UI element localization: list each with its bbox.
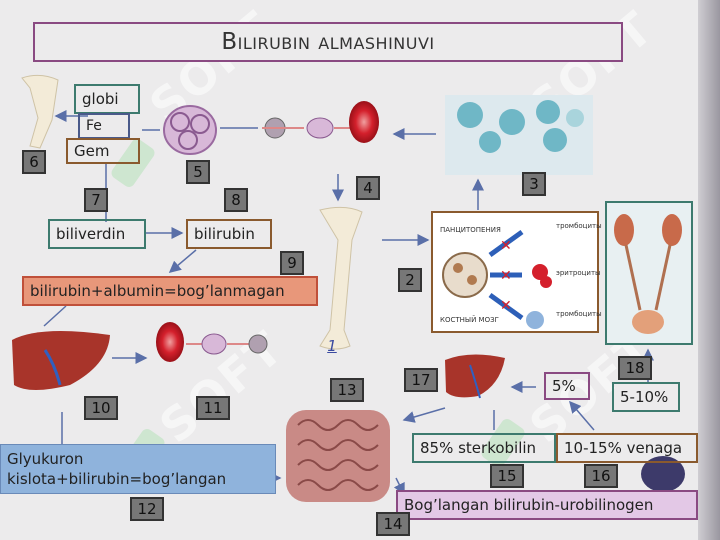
step-number-14: 14 [376,512,410,536]
glyukuron-box: Glyukuron kislota+bilirubin=bog’langan [0,444,276,494]
panel-pancytopenia-label: ПАНЦИТОПЕНИЯ [440,226,501,234]
step-number-15: 15 [490,464,524,488]
step-number-12: 12 [130,497,164,521]
step-number-16: 16 [584,464,618,488]
glyukuron-line-2: kislota+bilirubin=bog’langan [7,470,227,488]
step-number-17: 17 [404,368,438,392]
step-number-18: 18 [618,356,652,380]
svg-text:✕: ✕ [500,268,512,284]
step-number-3: 3 [522,172,546,196]
svg-text:✕: ✕ [500,238,512,254]
step-number-10: 10 [84,396,118,420]
bone-top-left [21,74,59,149]
panel-eritrocity-label: эритроциты [556,269,601,277]
fe-box: Fe [78,113,130,139]
step-number-13: 13 [330,378,364,402]
step-number-6: 6 [22,150,46,174]
step-number-5: 5 [186,160,210,184]
blood-cells-image [445,95,593,175]
bilirubin-albumin-box: bilirubin+albumin=bog’lanmagan [22,276,318,306]
liver-left [12,331,110,390]
glyukuron-line-1: Glyukuron [7,450,84,468]
gem-box: Gem [66,138,140,164]
heme-globin-erythrocyte-row [262,101,379,143]
venaga-box: 10-15% venaga [556,433,698,463]
vein-oval [641,456,685,492]
page-title: Bilirubin almashinuvi [33,22,623,62]
step-number-1: 1 [327,337,337,355]
step-number-11: 11 [196,396,230,420]
bilirubin-box: bilirubin [186,219,272,249]
intestines-image [286,410,390,502]
step-number-8: 8 [224,188,248,212]
hemoglobin-molecule [163,105,217,155]
step-number-9: 9 [280,251,304,275]
panel-kostny-mozg-label: КОСТНЫЙ МОЗГ [440,315,499,324]
pancytopenia-panel: ✕ ✕ ✕ [431,211,599,333]
five-ten-percent-box: 5-10% [612,382,680,412]
panel-trombocity-label: тромбоциты [556,222,602,230]
step-number-4: 4 [356,176,380,200]
sterkobilin-box: 85% sterkobilin [412,433,556,463]
panel-trombocity2-label: тромбоциты [556,310,602,318]
step-number-7: 7 [84,188,108,212]
right-edge-bar [698,0,720,540]
globi-box: globi [74,84,140,114]
erythrocyte-to-heme-row [156,322,268,362]
step-number-2: 2 [398,268,422,292]
liver-right [445,354,505,399]
urobilinogen-box: Bog’langan bilirubin-urobilinogen [396,490,698,520]
long-bone [319,206,363,350]
five-percent-box: 5% [544,372,590,400]
kidney-bladder-image [605,201,693,345]
svg-text:✕: ✕ [500,298,512,314]
biliverdin-box: biliverdin [48,219,146,249]
